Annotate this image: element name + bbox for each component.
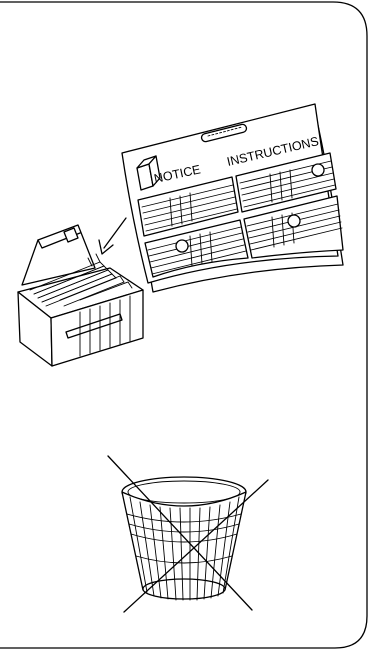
- arrow-icon: [99, 218, 126, 254]
- instruction-sheet: NOTICE INSTRUCTIONS: [122, 104, 343, 292]
- file-box-icon: [18, 225, 143, 366]
- wastebasket-icon: [122, 477, 246, 600]
